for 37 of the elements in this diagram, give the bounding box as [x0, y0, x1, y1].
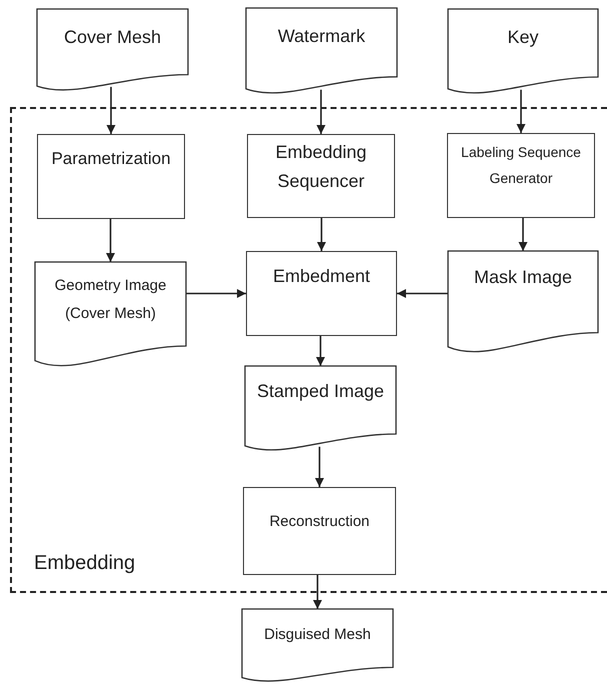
- document-shape: [37, 9, 188, 91]
- arrow: [315, 446, 324, 487]
- group-label: Embedding: [34, 551, 136, 575]
- arrow: [186, 289, 246, 298]
- arrow: [316, 90, 326, 134]
- arrow: [106, 219, 115, 262]
- document-shape: [242, 609, 393, 682]
- arrow: [106, 86, 116, 134]
- node-label: Parametrization: [50, 148, 172, 170]
- node-label: Disguised Mesh: [263, 625, 372, 645]
- arrow: [516, 90, 526, 133]
- node-label: Embedding Sequencer: [274, 141, 368, 193]
- document-shape: [245, 366, 396, 451]
- process-box: [243, 487, 396, 575]
- arrow: [317, 218, 326, 251]
- node-label: Mask Image: [472, 266, 574, 289]
- process-box: [247, 134, 395, 218]
- group-boundary: [10, 107, 607, 593]
- process-box: [246, 251, 397, 336]
- node-label: Cover Mesh: [62, 26, 162, 49]
- node-label: Embedment: [272, 265, 372, 288]
- process-box: [37, 134, 185, 219]
- arrow: [316, 336, 325, 366]
- document-shape: [448, 251, 598, 353]
- process-box: [447, 133, 595, 218]
- node-label: Stamped Image: [256, 380, 386, 403]
- node-label: Geometry Image (Cover Mesh): [54, 276, 168, 324]
- node-label: Key: [506, 26, 540, 49]
- node-label: Reconstruction: [268, 512, 371, 532]
- document-shape: [448, 9, 598, 94]
- node-label: Watermark: [276, 25, 366, 48]
- arrow: [518, 218, 528, 251]
- arrow: [397, 289, 448, 298]
- node-label: Labeling Sequence Generator: [460, 143, 582, 188]
- arrow: [313, 575, 322, 609]
- document-shape: [246, 8, 397, 94]
- document-shape: [35, 262, 186, 367]
